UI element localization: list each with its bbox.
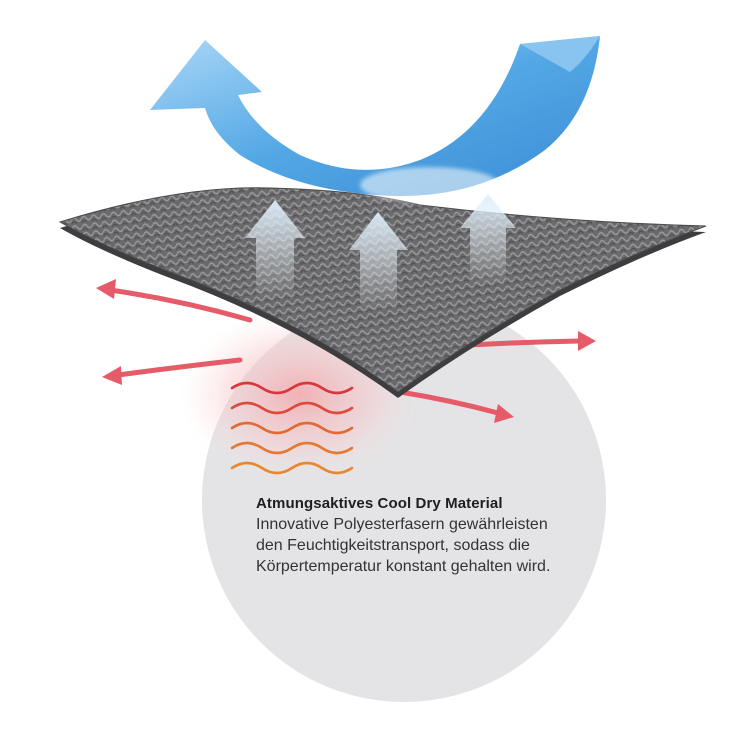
caption: Atmungsaktives Cool Dry Material Innovat…	[256, 493, 586, 577]
caption-line-1: Innovative Polyesterfasern gewährleisten	[256, 516, 548, 533]
airflow-arrow-icon	[150, 36, 600, 203]
caption-line-3: Körpertemperatur konstant gehalten wird.	[256, 558, 551, 575]
heat-wave-icon	[230, 381, 354, 475]
caption-line-2: den Feuchtigkeitstransport, sodass die	[256, 537, 530, 554]
vapor-arrow-icon	[245, 194, 516, 312]
heat-arrow-icon	[96, 279, 596, 423]
caption-title: Atmungsaktives Cool Dry Material	[256, 495, 503, 512]
